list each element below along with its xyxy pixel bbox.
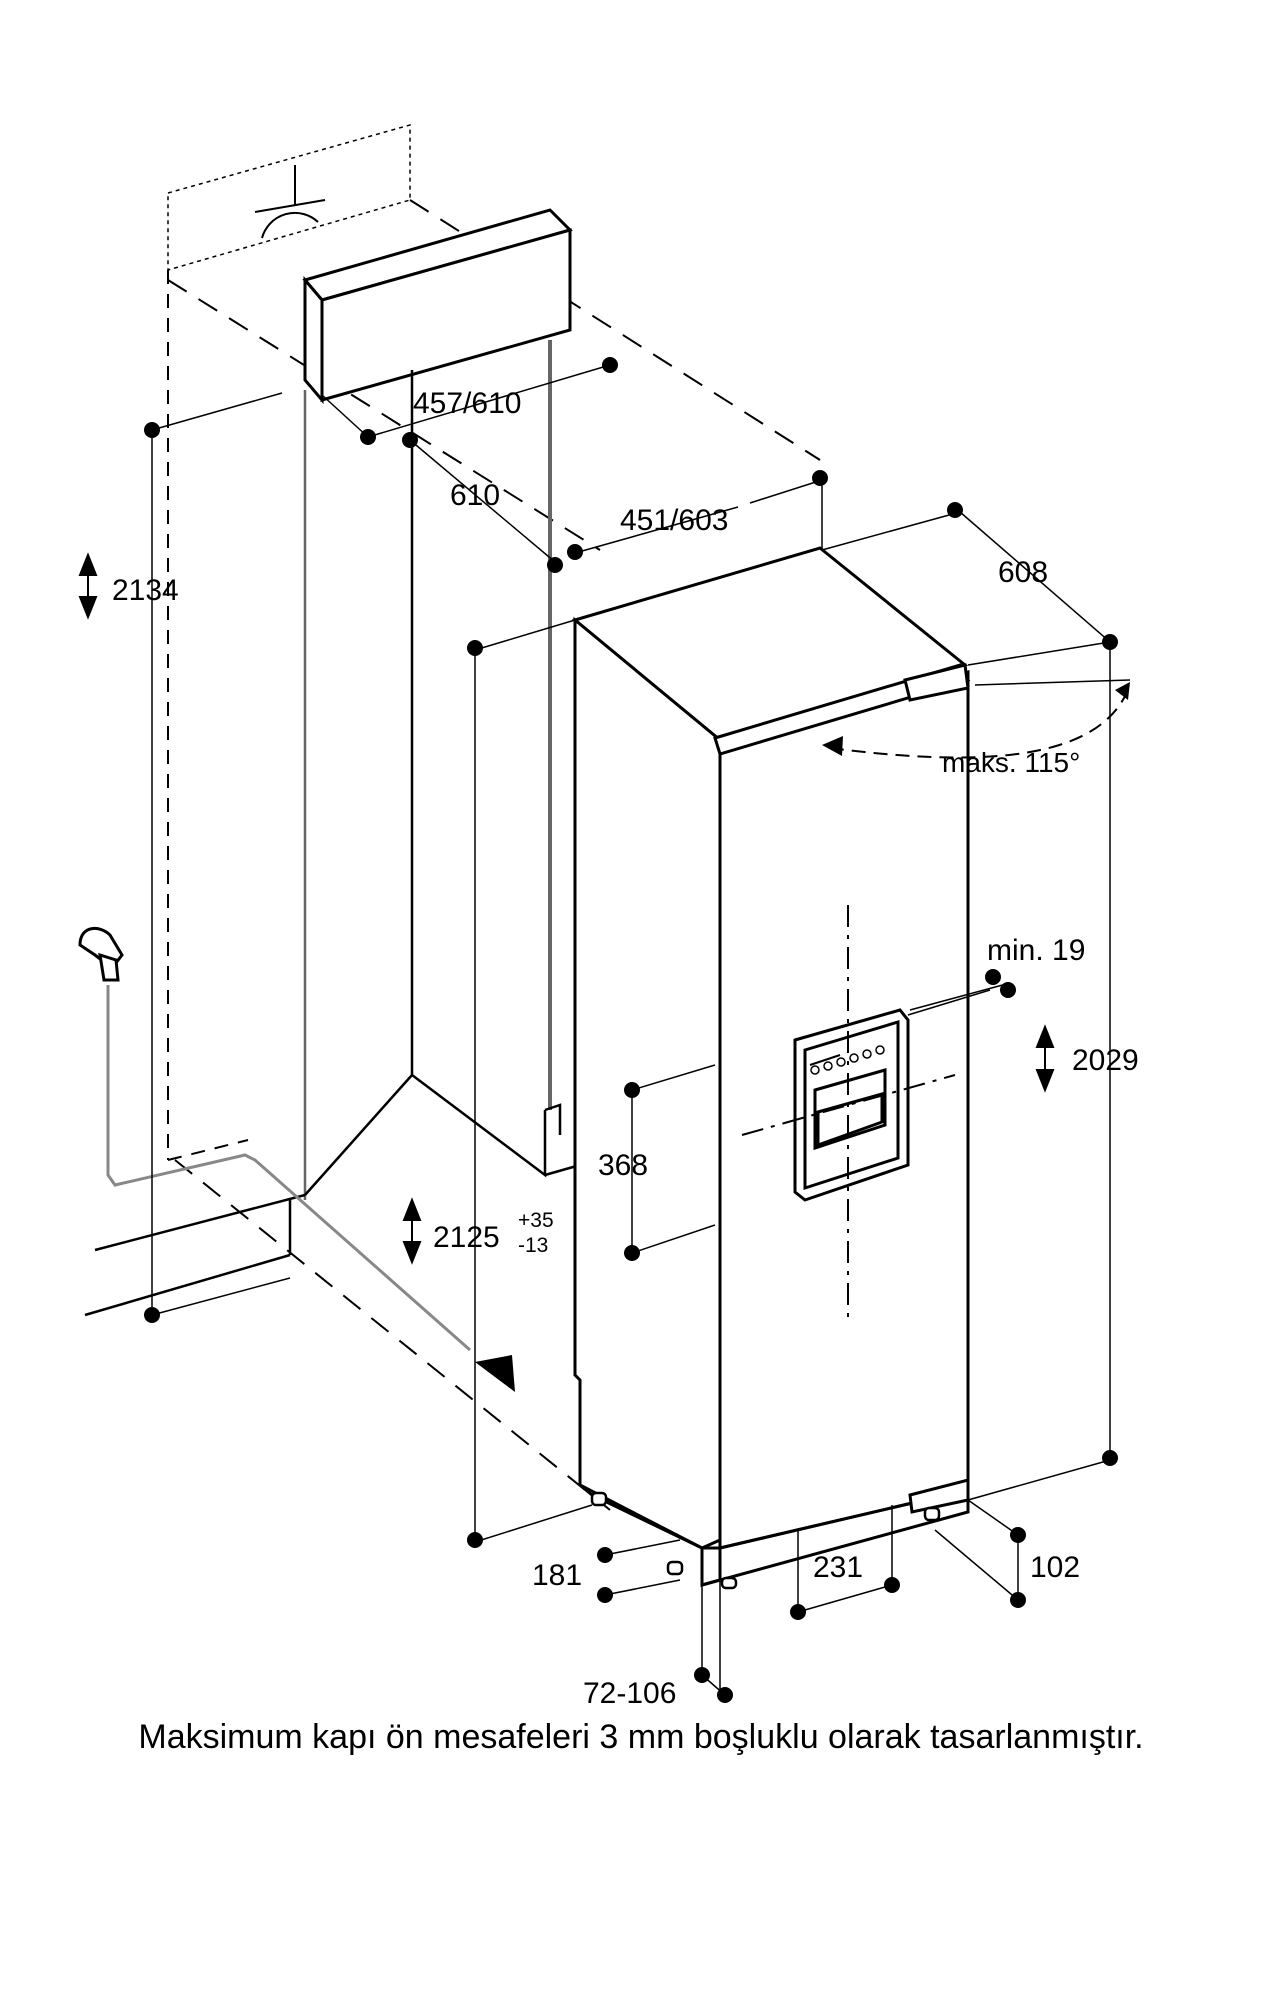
label-base-left: 181 xyxy=(532,1559,582,1592)
label-unit-depth: 451/603 xyxy=(620,504,728,537)
door-swing-arrow-right-icon xyxy=(1115,682,1130,700)
dimension-labels: 2134 457/610 610 451/603 608 maks. 115° … xyxy=(112,387,1139,1710)
niche-walls xyxy=(84,340,581,1317)
label-door-angle: maks. 115° xyxy=(942,747,1080,778)
label-dispenser-height: 368 xyxy=(598,1149,648,1182)
door-swing-arrow-left-icon xyxy=(822,736,843,756)
label-plinth-height: 72-106 xyxy=(583,1677,676,1710)
label-install-height: 2125 xyxy=(433,1221,500,1254)
dimension-lines xyxy=(151,364,1131,1696)
pipe-arrow-icon xyxy=(475,1355,515,1392)
height-arrow-2134-icon xyxy=(78,552,98,620)
caption: Maksimum kapı ön mesafeleri 3 mm boşlukl… xyxy=(138,1718,1144,1756)
label-niche-depth: 610 xyxy=(450,479,500,512)
label-niche-depth-front: 457/610 xyxy=(413,387,521,420)
socket-icon xyxy=(254,165,326,239)
label-unit-height: 2029 xyxy=(1072,1044,1139,1077)
label-install-tolerance-plus: +35 xyxy=(518,1209,554,1232)
dispenser-buttons xyxy=(810,1045,885,1075)
height-arrow-2125-icon xyxy=(402,1197,422,1265)
dispenser xyxy=(793,1008,910,1202)
water-pipe xyxy=(106,985,471,1352)
water-tap-icon xyxy=(78,926,124,982)
dimension-dots xyxy=(144,357,1118,1703)
label-base-right: 102 xyxy=(1030,1551,1080,1584)
dispenser-centerlines xyxy=(741,905,956,1320)
label-door-gap: min. 19 xyxy=(987,934,1085,967)
label-niche-height: 2134 xyxy=(112,574,179,607)
label-base-center: 231 xyxy=(813,1551,863,1584)
top-panel xyxy=(302,208,573,405)
door-swing-arc xyxy=(829,689,1129,759)
label-unit-width: 608 xyxy=(998,556,1048,589)
height-arrow-2029-icon xyxy=(1035,1024,1055,1093)
feet xyxy=(590,1491,941,1590)
label-install-tolerance-minus: -13 xyxy=(518,1234,548,1257)
